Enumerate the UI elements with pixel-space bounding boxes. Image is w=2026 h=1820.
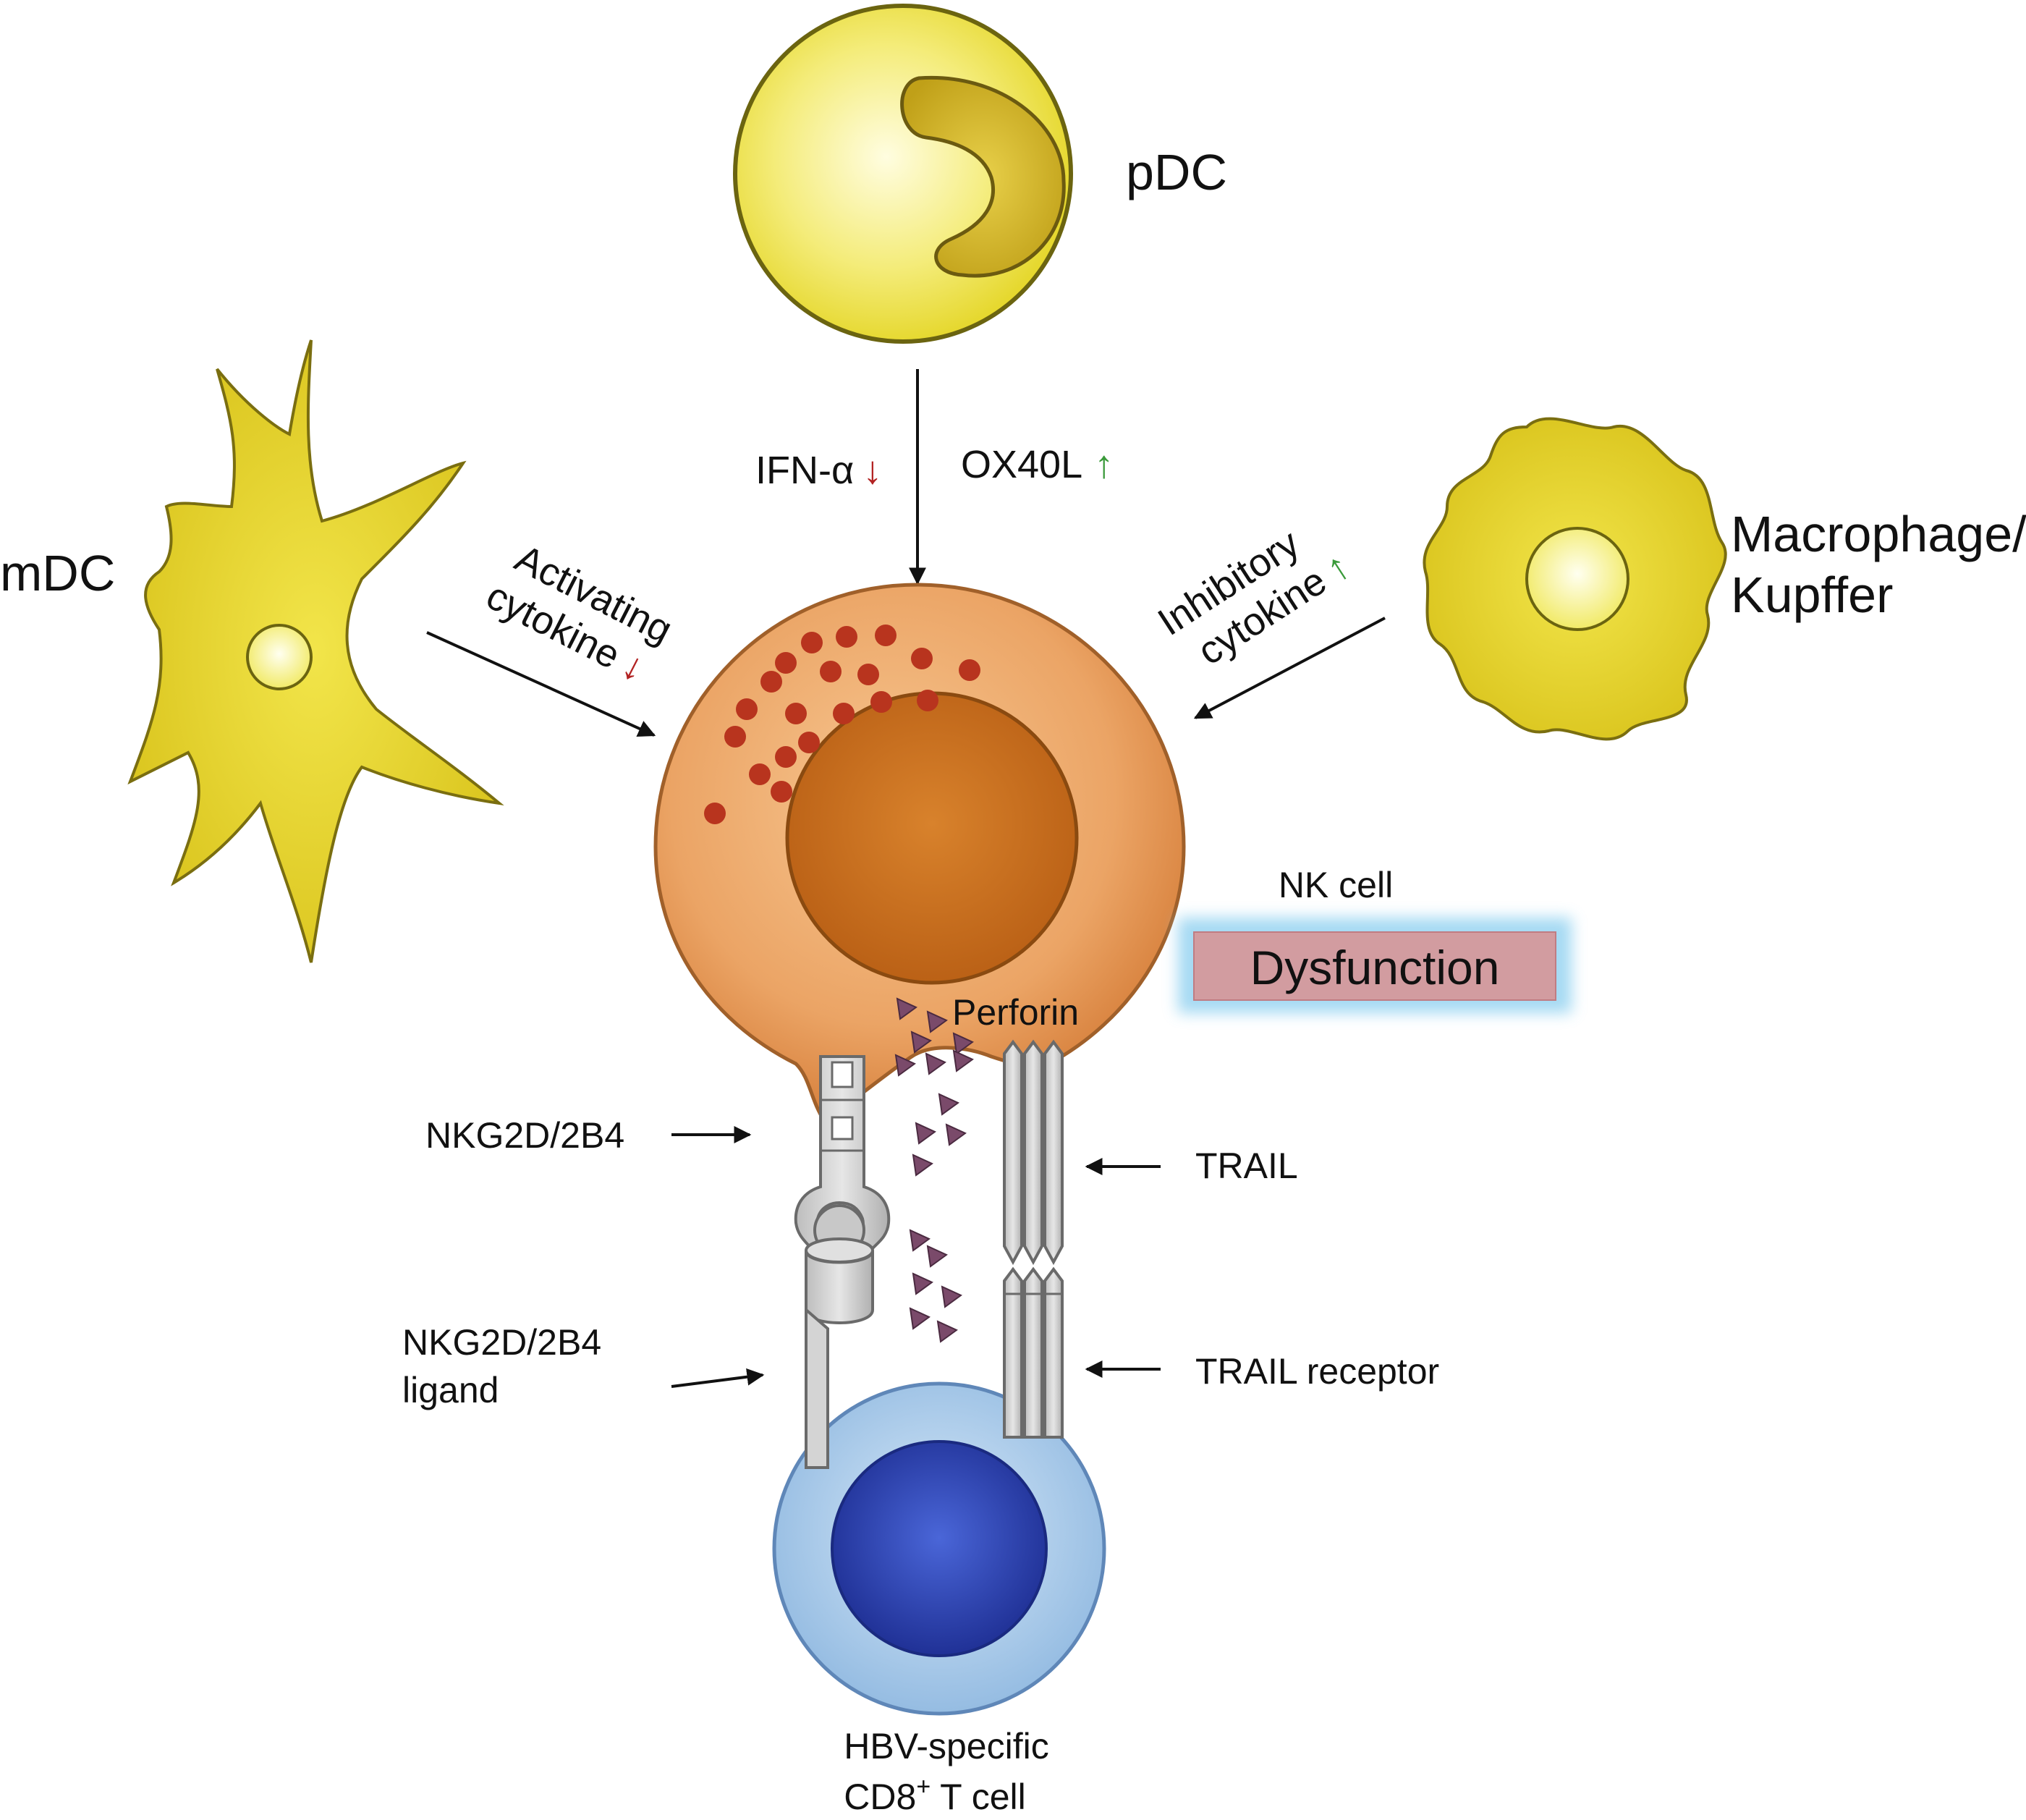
dysfunction-box — [1193, 931, 1556, 1001]
macrophage-nucleus — [1525, 527, 1629, 631]
trail-receptor-upper — [1003, 1039, 1064, 1266]
granule — [760, 671, 782, 693]
nkg2d-label: NKG2D/2B4 — [425, 1115, 624, 1156]
granule — [749, 763, 771, 785]
perforin-granules — [894, 997, 974, 1343]
granule — [875, 625, 897, 646]
mdc-nucleus — [246, 624, 313, 690]
trail-receptor-lower — [1003, 1266, 1064, 1439]
granule — [911, 648, 933, 669]
cd8-t-cell — [772, 1381, 1106, 1716]
granule — [820, 661, 842, 682]
granule — [704, 803, 726, 824]
granule — [959, 659, 980, 681]
ox40l-label: OX40L — [961, 443, 1082, 486]
granule — [857, 664, 879, 685]
granule — [724, 726, 746, 748]
macrophage-label-line2: Kupffer — [1731, 567, 1893, 623]
granule — [785, 703, 807, 724]
nk-granules — [704, 625, 980, 824]
tcell-label-line2: CD8+ T cell — [844, 1773, 1025, 1816]
pdc-nucleus — [900, 75, 1066, 278]
inhibitory-cytokine-label: Inhibitory cytokine↑ — [1150, 521, 1358, 673]
granule — [736, 698, 758, 720]
trail-receptor-label: TRAIL receptor — [1195, 1351, 1439, 1392]
granule — [836, 626, 857, 648]
mdc-to-nk-arrow — [426, 631, 656, 737]
nkg2d-ligand-label-line1: NKG2D/2B4 — [402, 1322, 601, 1363]
granule — [917, 690, 938, 711]
pdc-cell — [733, 4, 1073, 344]
svg-text:OX40L↑: OX40L ↑ — [961, 443, 1114, 486]
macrophage-cell — [1423, 417, 1727, 741]
dysfunction-label: Dysfunction — [1250, 941, 1500, 994]
nkg2d-ligand-label-line2: ligand — [402, 1370, 499, 1410]
granule — [801, 632, 823, 653]
ifn-label: IFN-α — [755, 449, 854, 492]
mdc-label: mDC — [0, 545, 115, 601]
perforin-label: Perforin — [952, 992, 1079, 1033]
svg-text:IFN-α↓: IFN-α↓ — [755, 449, 882, 492]
trail-label: TRAIL — [1195, 1146, 1298, 1186]
macrophage-to-nk-arrow — [1193, 617, 1386, 719]
granule — [771, 781, 792, 803]
tcell-label-line1: HBV-specific — [844, 1726, 1048, 1766]
nkg2d-ligand — [805, 1204, 874, 1469]
granule — [833, 703, 855, 724]
cd8-t-cell-nucleus — [831, 1440, 1048, 1657]
pdc-label: pDC — [1126, 144, 1227, 200]
nk-cell-label: NK cell — [1279, 865, 1393, 905]
granule — [870, 691, 892, 713]
ox40l-up-indicator: ↑ — [1094, 443, 1114, 486]
nkg2d-receptor — [794, 1055, 891, 1277]
nk-nucleus — [785, 691, 1079, 985]
granule — [798, 732, 820, 753]
nkg2d-ligand-arrow — [671, 1368, 765, 1388]
granule — [775, 746, 797, 768]
mdc-cell — [127, 339, 504, 963]
granule — [775, 652, 797, 674]
ifn-down-indicator: ↓ — [862, 449, 882, 492]
macrophage-label-line1: Macrophage/ — [1731, 506, 2026, 562]
